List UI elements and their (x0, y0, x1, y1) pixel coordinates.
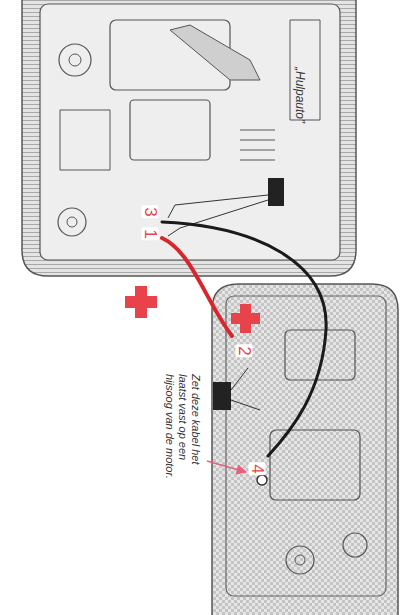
engine-part (60, 110, 110, 170)
car-label: „Hulpauto” (293, 67, 307, 123)
air-filter (170, 25, 260, 80)
red-cable (162, 238, 232, 336)
helper-car-body (22, 0, 356, 276)
engine-part (295, 555, 305, 565)
callout-number: 3 (142, 205, 159, 218)
battery-wire (231, 400, 260, 410)
callout-number: 2 (236, 344, 253, 357)
engine-part (69, 54, 81, 66)
helper-battery (268, 178, 284, 206)
battery-wire (231, 368, 248, 390)
engine-part (286, 546, 314, 574)
engine-bay (40, 4, 340, 260)
plus-symbol (231, 304, 260, 333)
engine-block (270, 430, 360, 500)
flat-battery (213, 382, 231, 410)
instruction-note: Zet deze kabel het laatst vast op een hi… (162, 374, 202, 490)
engine-part (59, 44, 91, 76)
engine-block (130, 100, 210, 160)
callout-number: 1 (142, 227, 159, 240)
disabled-car-body (212, 284, 398, 615)
battery-wire (168, 195, 268, 218)
plus-symbol (125, 286, 157, 318)
engine-part (343, 533, 367, 557)
battery-wire (168, 200, 268, 236)
callout-number: 4 (249, 462, 266, 475)
pointer-arrow (207, 461, 246, 472)
radiator-fins (240, 130, 275, 160)
lifting-eye (257, 475, 267, 485)
engine-part (67, 217, 77, 227)
engine-bay (226, 296, 386, 596)
engine-part (58, 208, 86, 236)
